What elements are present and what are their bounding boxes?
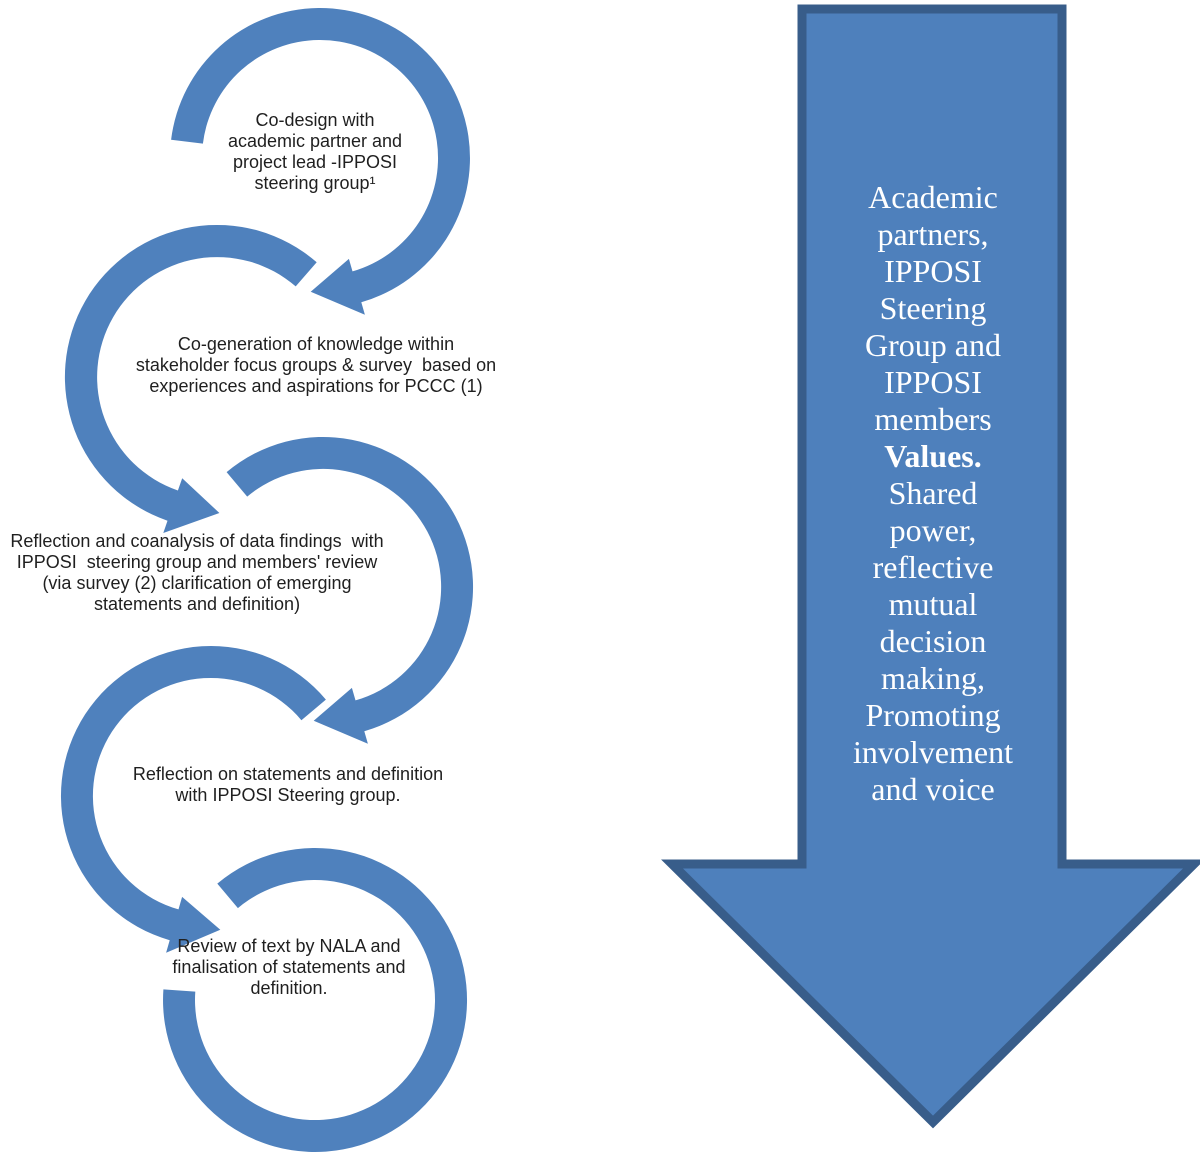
label-line: Reflection on statements and definition [132,764,444,784]
label-line: academic partner and [227,131,403,151]
cycle-arrow-5 [163,848,468,1153]
cycle-step-3-label: Reflection and coanalysis of data findin… [10,531,383,615]
label-line: involvement [853,734,1013,770]
label-line: Co-generation of knowledge within [177,334,455,354]
label-line: (via survey (2) clarification of emergin… [42,573,352,593]
label-line: experiences and aspirations for PCCC (1) [149,376,483,396]
label-line: steering group¹ [254,173,376,193]
label-line: members [874,401,992,437]
down-arrow-shape [661,4,1200,1129]
label-line: Reflection and coanalysis of data findin… [10,531,384,551]
label-line: reflective [872,549,994,585]
label-line: project lead -IPPOSI [232,152,398,172]
cycle-arrows-group [60,8,474,1153]
label-line: and voice [871,771,995,807]
label-line: definition. [250,978,328,998]
label-line: IPPOSI steering group and members' revie… [16,552,378,572]
label-line: Shared [888,475,978,511]
label-line: Academic [868,179,998,215]
label-line: Group and [865,327,1001,363]
label-line: Co-design with [255,110,375,130]
label-line: partners, [877,216,989,252]
label-line: Steering [879,290,987,326]
label-line: stakeholder focus groups & survey based … [135,355,497,375]
cycle-arrow-4 [60,645,326,953]
label-line: decision [879,623,987,659]
label-line: mutual [888,586,978,622]
label-line: IPPOSI [884,364,982,400]
label-line: power, [889,512,977,548]
cycle-arrow-2 [64,224,317,533]
label-line: Review of text by NALA and [177,936,401,956]
cycle-arrow-3 [226,436,474,744]
label-line: finalisation of statements and [172,957,406,977]
label-line: Promoting [865,697,1001,733]
label-line: making, [881,660,985,696]
label-line: Values. [884,438,982,474]
label-line: with IPPOSI Steering group. [175,785,401,805]
label-line: IPPOSI [884,253,982,289]
label-line: statements and definition) [93,594,301,614]
